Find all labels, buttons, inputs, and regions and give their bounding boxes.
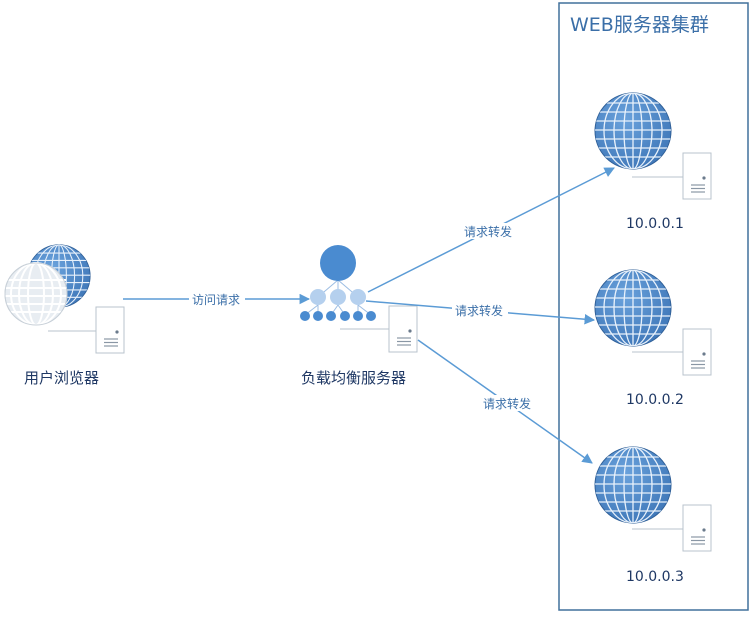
server2-label: 10.0.0.2 (626, 392, 684, 408)
server1-label: 10.0.0.1 (626, 216, 684, 232)
server-tower-icon (682, 504, 712, 552)
forward-edge-2: 请求转发 (365, 300, 596, 325)
browser-label: 用户浏览器 (24, 369, 99, 387)
server-tower-icon (682, 328, 712, 376)
forward-label-1: 请求转发 (464, 224, 512, 239)
access-request-label: 访问请求 (192, 293, 240, 307)
access-request-edge: 访问请求 (123, 291, 311, 307)
globe-icon (593, 268, 673, 348)
server-tower-icon (95, 306, 125, 354)
server-tower-icon (388, 305, 418, 353)
server-tower-icon (682, 152, 712, 200)
globe-icon (593, 445, 673, 525)
globe-icon (593, 91, 673, 171)
balancer-node: 负载均衡服务器 (300, 245, 418, 387)
forward-label-2: 请求转发 (455, 303, 503, 318)
wireframe-globe-icon (4, 262, 68, 326)
web-server-node-3: 10.0.0.3 (593, 445, 712, 585)
balancer-label: 负载均衡服务器 (301, 369, 406, 387)
cluster-title: WEB服务器集群 (570, 14, 709, 36)
server3-label: 10.0.0.3 (626, 569, 684, 585)
forward-label-3: 请求转发 (483, 396, 531, 411)
web-server-node-1: 10.0.0.1 (593, 91, 712, 232)
browser-node: 用户浏览器 (4, 243, 125, 387)
web-cluster-box (558, 2, 749, 611)
forward-edge-1: 请求转发 (367, 167, 615, 293)
web-server-node-2: 10.0.0.2 (593, 268, 712, 408)
forward-edge-3: 请求转发 (417, 339, 593, 464)
hierarchy-icon (300, 245, 376, 321)
